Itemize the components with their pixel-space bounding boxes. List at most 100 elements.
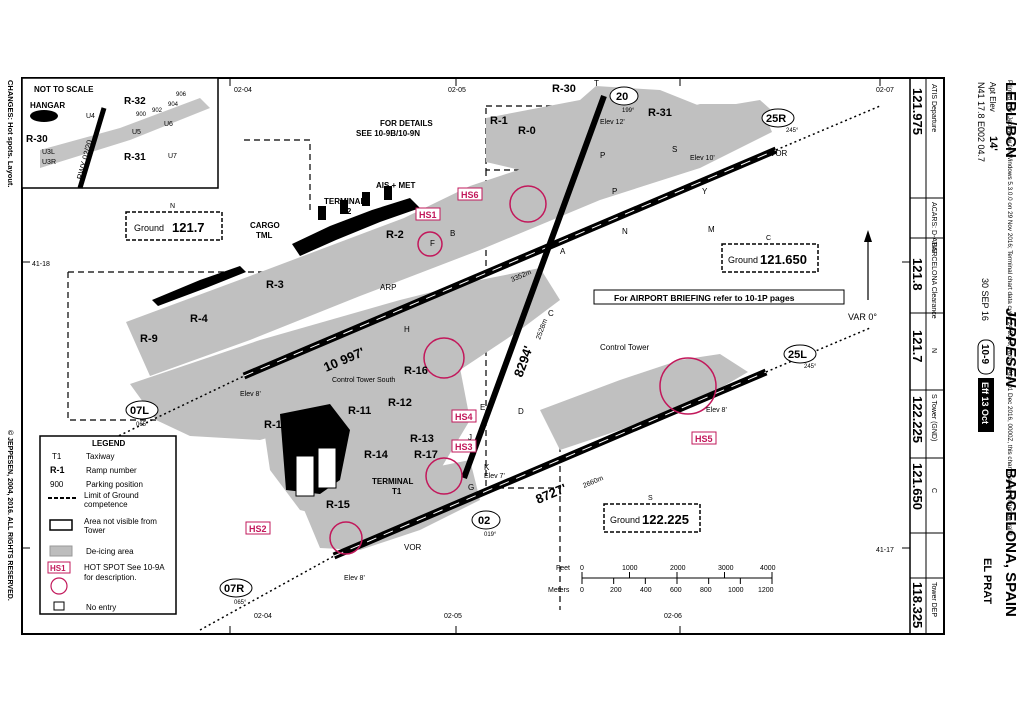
ramp-r17: R-17: [414, 449, 438, 461]
ramp-r0: R-0: [518, 125, 536, 137]
hotspot-circle-hs4: [423, 337, 465, 379]
elev-note-4: Elev 7': [484, 473, 505, 480]
taxiway-d: D: [518, 407, 524, 416]
rwy-07r-length: 8727': [533, 480, 568, 506]
variation-label: VAR 0°: [848, 312, 877, 322]
lon-label-3b: 02-06: [664, 613, 682, 620]
freq-gnd-n: 121.7: [910, 330, 925, 363]
legend-desc-limit: Limit of Ground competence: [84, 491, 139, 509]
ramp-r9: R-9: [140, 333, 158, 345]
inset-u4: U4: [86, 113, 95, 120]
ground-freq-boxes: N Ground 121.7 C Ground 121.650 S Ground…: [125, 203, 819, 533]
inset-u3r: U3R: [42, 159, 56, 166]
hotspot-circle-hs2: [329, 521, 363, 555]
terminal-t1-label: TERMINAL: [372, 477, 413, 486]
taxiway-y: Y: [702, 187, 708, 196]
ramp-r11: R-11: [348, 405, 371, 417]
freq-gnd-s: 122.225: [910, 396, 925, 443]
page-number-box: [977, 339, 995, 375]
taxiway-labels: P S T Y M N P D E J K G H F B A C: [404, 79, 715, 492]
apron-areas: [126, 86, 780, 550]
taxiway-a: A: [560, 247, 566, 256]
rwy-07r-length-m: 2660m: [582, 475, 605, 490]
taxiway-f: F: [430, 239, 435, 248]
north-apron: [126, 104, 772, 376]
ramp-r15: R-15: [326, 499, 350, 511]
inset-hangar: [30, 110, 58, 122]
apt-elev-label: Apt Elev: [988, 82, 997, 112]
copyright-text: © JEPPESEN, 2004, 2016. ALL RIGHTS RESER…: [6, 430, 14, 601]
chart-date: 30 SEP 16: [980, 278, 990, 321]
ground-c-box: [721, 243, 819, 273]
taxiway-h: H: [404, 325, 410, 334]
ground-n-freq: 121.7: [172, 220, 205, 235]
inset-900: 900: [136, 112, 147, 118]
runways: [242, 94, 778, 560]
ground-s-box: [603, 503, 701, 533]
elev-note-6: Elev 8': [344, 575, 365, 582]
airport-coords: N41 17.8 E002 04.7: [976, 82, 986, 162]
scale-meters-label: Meters: [548, 587, 570, 594]
lat-label-top: 41-18: [32, 261, 50, 268]
ground-c-label: Ground: [728, 255, 758, 265]
city-name: BARCELONA, SPAIN: [1002, 468, 1019, 617]
changes-text: CHANGES: Hot spots. Layout.: [6, 80, 15, 188]
ramp-r3: R-3: [266, 279, 284, 291]
place-labels: FOR DETAILS SEE 10-9B/10-9N AIS + MET TE…: [240, 119, 788, 582]
t2-pier-1: [318, 206, 326, 220]
ramp-r13: R-13: [410, 433, 434, 445]
runway-07l-25r-centerline: [243, 149, 777, 377]
hotspot-circle-hs3: [425, 457, 463, 495]
printed-note-text: Printed from JeppView for Windows 5.3.0.…: [1006, 80, 1013, 536]
rwy-25r-label: 25R: [766, 113, 786, 125]
freq-gnd-c: 121.650: [910, 463, 925, 510]
rwy-07r-hdg: 065°: [234, 600, 247, 606]
taxiway-m: M: [708, 225, 715, 234]
hotspot-circle-hs6: [509, 185, 547, 223]
vor-label-south: VOR: [404, 543, 422, 552]
legend-desc-taxiway: Taxiway: [86, 452, 114, 461]
chart-header: LEBL/BCN Apt Elev 14' N41 17.8 E002 04.7…: [976, 82, 1019, 617]
grid-ticks: [22, 78, 910, 634]
scale-ft-0: 0: [580, 565, 584, 572]
lon-label-1: 02-04: [234, 87, 252, 94]
taxiway-g: G: [468, 483, 474, 492]
runway-07r-25l-centerline: [333, 371, 767, 557]
inset-hangar-label: HANGAR: [30, 101, 65, 110]
rwy-02-oval: [471, 510, 501, 530]
inset-r31: R-31: [124, 152, 146, 163]
lon-label-2b: 02-05: [444, 613, 462, 620]
frequency-strip: ATIS Departure 121.975 ACARS: D-ATIS BAR…: [910, 78, 944, 634]
vor-label-north: VOR: [770, 149, 788, 158]
lon-label-1b: 02-04: [254, 613, 272, 620]
legend-sym-ramp: R-1: [50, 465, 65, 475]
t2-label: T2: [342, 207, 352, 216]
legend-desc-deicing: De-icing area: [86, 547, 134, 556]
hotspot-tags: HS1 HS2 HS3 HS4 HS5 HS6: [245, 187, 717, 535]
inset-u6: U6: [164, 121, 173, 128]
inset-u3l: U3L: [42, 149, 55, 156]
inset-906: 906: [176, 92, 187, 98]
hotspot-tag-hs4: HS4: [455, 412, 473, 422]
inset-r30: R-30: [26, 134, 48, 145]
airport-name: EL PRAT: [981, 558, 993, 604]
scale-m-200: 200: [610, 587, 622, 594]
rwy-02-label: 02: [478, 515, 490, 527]
copyright-note: © JEPPESEN, 2004, 2016. ALL RIGHTS RESER…: [6, 430, 14, 601]
freq-label-gnd-c: C: [930, 488, 937, 493]
ramp-r31: R-31: [648, 107, 672, 119]
changes-note: CHANGES: Hot spots. Layout.: [6, 80, 15, 188]
scale-m-0: 0: [580, 587, 584, 594]
terminal-buildings: [152, 186, 420, 497]
inset-apron: [40, 98, 210, 168]
rwy-25r-oval: [761, 108, 795, 128]
freq-label-tower-dep: Tower DEP: [930, 582, 937, 617]
ground-c-tag: C: [766, 235, 771, 242]
elev-note-3: Elev 8': [706, 407, 727, 414]
rwy-20-hdg: 199°: [622, 108, 635, 114]
ramp-r2: R-2: [386, 229, 404, 241]
ais-met-label: AIS + MET: [376, 181, 415, 190]
arp-label: ARP: [380, 283, 396, 292]
ground-n-box: [125, 211, 223, 241]
legend-desc-ramp: Ramp number: [86, 466, 137, 475]
